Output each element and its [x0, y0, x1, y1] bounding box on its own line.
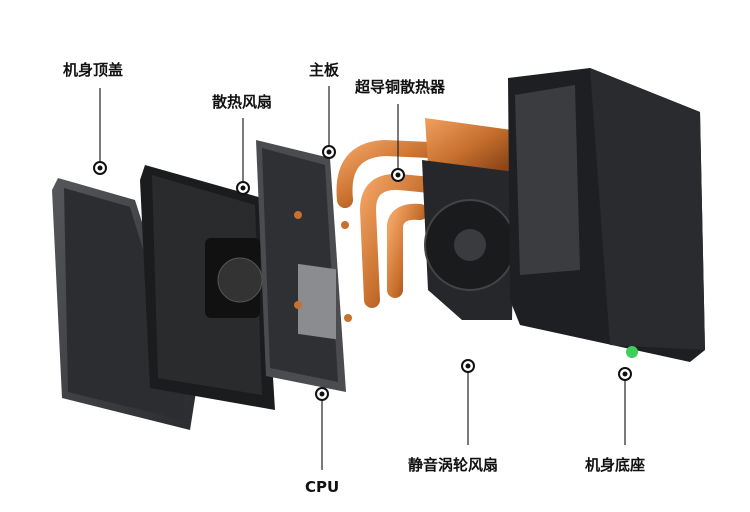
- motherboard-part: [256, 140, 352, 392]
- label-cpu: CPU: [305, 478, 340, 496]
- marker-dots: [93, 145, 632, 401]
- turbo-fan-part: [422, 118, 516, 320]
- label-turbo-fan: 静音涡轮风扇: [408, 456, 499, 474]
- label-base: 机身底座: [585, 456, 646, 474]
- label-motherboard: 主板: [309, 61, 340, 79]
- base-part: [508, 68, 705, 362]
- label-copper-heatsink: 超导铜散热器: [355, 78, 446, 96]
- label-top-cover: 机身顶盖: [63, 61, 124, 79]
- inner-frame-part: [140, 165, 275, 410]
- label-cooling-fan: 散热风扇: [212, 93, 273, 111]
- copper-heatsink-part: [336, 139, 438, 308]
- leader-lines: [99, 86, 626, 470]
